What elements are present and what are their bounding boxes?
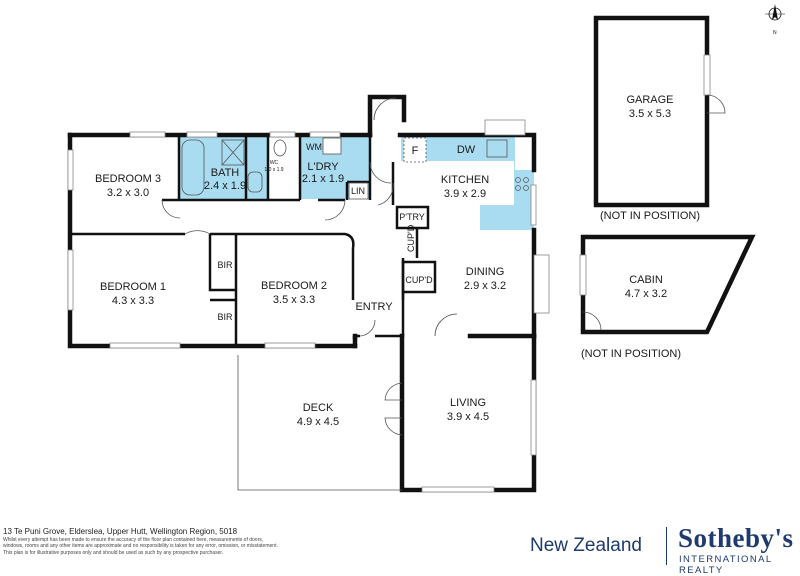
- bedroom2-name: BEDROOM 2: [261, 280, 327, 292]
- north-arrow: N: [765, 4, 785, 36]
- lin-label: LIN: [351, 186, 365, 196]
- laundry-name: L'DRY: [307, 161, 339, 173]
- garage-name: GARAGE: [626, 94, 673, 106]
- kitchen-name: KITCHEN: [441, 174, 489, 186]
- bedroom2-dim: 3.5 x 3.3: [273, 294, 315, 306]
- cabin: [579, 234, 756, 335]
- fridge-label: F: [412, 145, 419, 157]
- cupd-vertical-label: CUP'D: [406, 224, 416, 252]
- wm-label: WM: [306, 142, 322, 152]
- interior-walls: [70, 135, 437, 344]
- doors: [161, 97, 458, 491]
- entry-label: ENTRY: [355, 301, 393, 313]
- living-dim: 3.9 x 4.5: [447, 411, 489, 423]
- windows: [67, 119, 550, 493]
- bedroom1-name: BEDROOM 1: [100, 281, 166, 293]
- cabin-dim: 4.7 x 3.2: [625, 288, 667, 300]
- bath-name: BATH: [211, 167, 240, 179]
- bedroom3-name: BEDROOM 3: [95, 173, 161, 185]
- floor-plan: N BEDROOM 3 3.2 x 3.0 BATH 2.4 x 1.9 WC …: [67, 4, 785, 493]
- dining-dim: 2.9 x 3.2: [464, 280, 506, 292]
- deck-name: DECK: [303, 402, 334, 414]
- brand-tagline: INTERNATIONAL REALTY: [679, 554, 773, 576]
- room-labels: BEDROOM 3 3.2 x 3.0 BATH 2.4 x 1.9 WC 1.…: [95, 94, 700, 428]
- dining-name: DINING: [466, 266, 505, 278]
- bir2-label: BIR: [217, 312, 233, 322]
- dw-label: DW: [457, 144, 476, 156]
- property-address: 13 Te Puni Grove, Elderslea, Upper Hutt,…: [3, 527, 238, 536]
- brand-divider: [666, 527, 667, 565]
- garage-dim: 3.5 x 5.3: [629, 108, 671, 120]
- disclaimer-line-2: windows, rooms and any other items are a…: [3, 543, 278, 550]
- kitchen-dim: 3.9 x 2.9: [444, 188, 486, 200]
- wc-dim: 1.0 x 1.9: [264, 167, 283, 173]
- cabin-name: CABIN: [629, 274, 663, 286]
- disclaimer-line-3: This plan is for illustrative purposes o…: [3, 549, 224, 556]
- laundry-dim: 2.1 x 1.9: [302, 173, 344, 185]
- disclaimer-line-1: Whilst every attempt has been made to en…: [3, 537, 264, 543]
- brand-logo: Sotheby's: [678, 523, 794, 553]
- garage-note: (NOT IN POSITION): [600, 210, 700, 222]
- deck-dim: 4.9 x 4.5: [297, 416, 339, 428]
- bath-dim: 2.4 x 1.9: [204, 180, 246, 192]
- wet-areas: [179, 135, 534, 230]
- fixtures: [181, 137, 529, 200]
- living-name: LIVING: [450, 397, 486, 409]
- cupd-label: CUP'D: [405, 275, 433, 285]
- bedroom1-dim: 4.3 x 3.3: [112, 295, 154, 307]
- wc-name: WC: [270, 160, 279, 166]
- garage: [593, 15, 726, 208]
- pantry-label: P'TRY: [399, 212, 425, 222]
- cabin-note: (NOT IN POSITION): [581, 348, 681, 360]
- bir1-label: BIR: [217, 260, 233, 270]
- footer: 13 Te Puni Grove, Elderslea, Upper Hutt,…: [3, 527, 363, 556]
- bedroom3-dim: 3.2 x 3.0: [107, 187, 149, 199]
- region-label: New Zealand: [530, 535, 642, 556]
- north-label: N: [773, 30, 777, 36]
